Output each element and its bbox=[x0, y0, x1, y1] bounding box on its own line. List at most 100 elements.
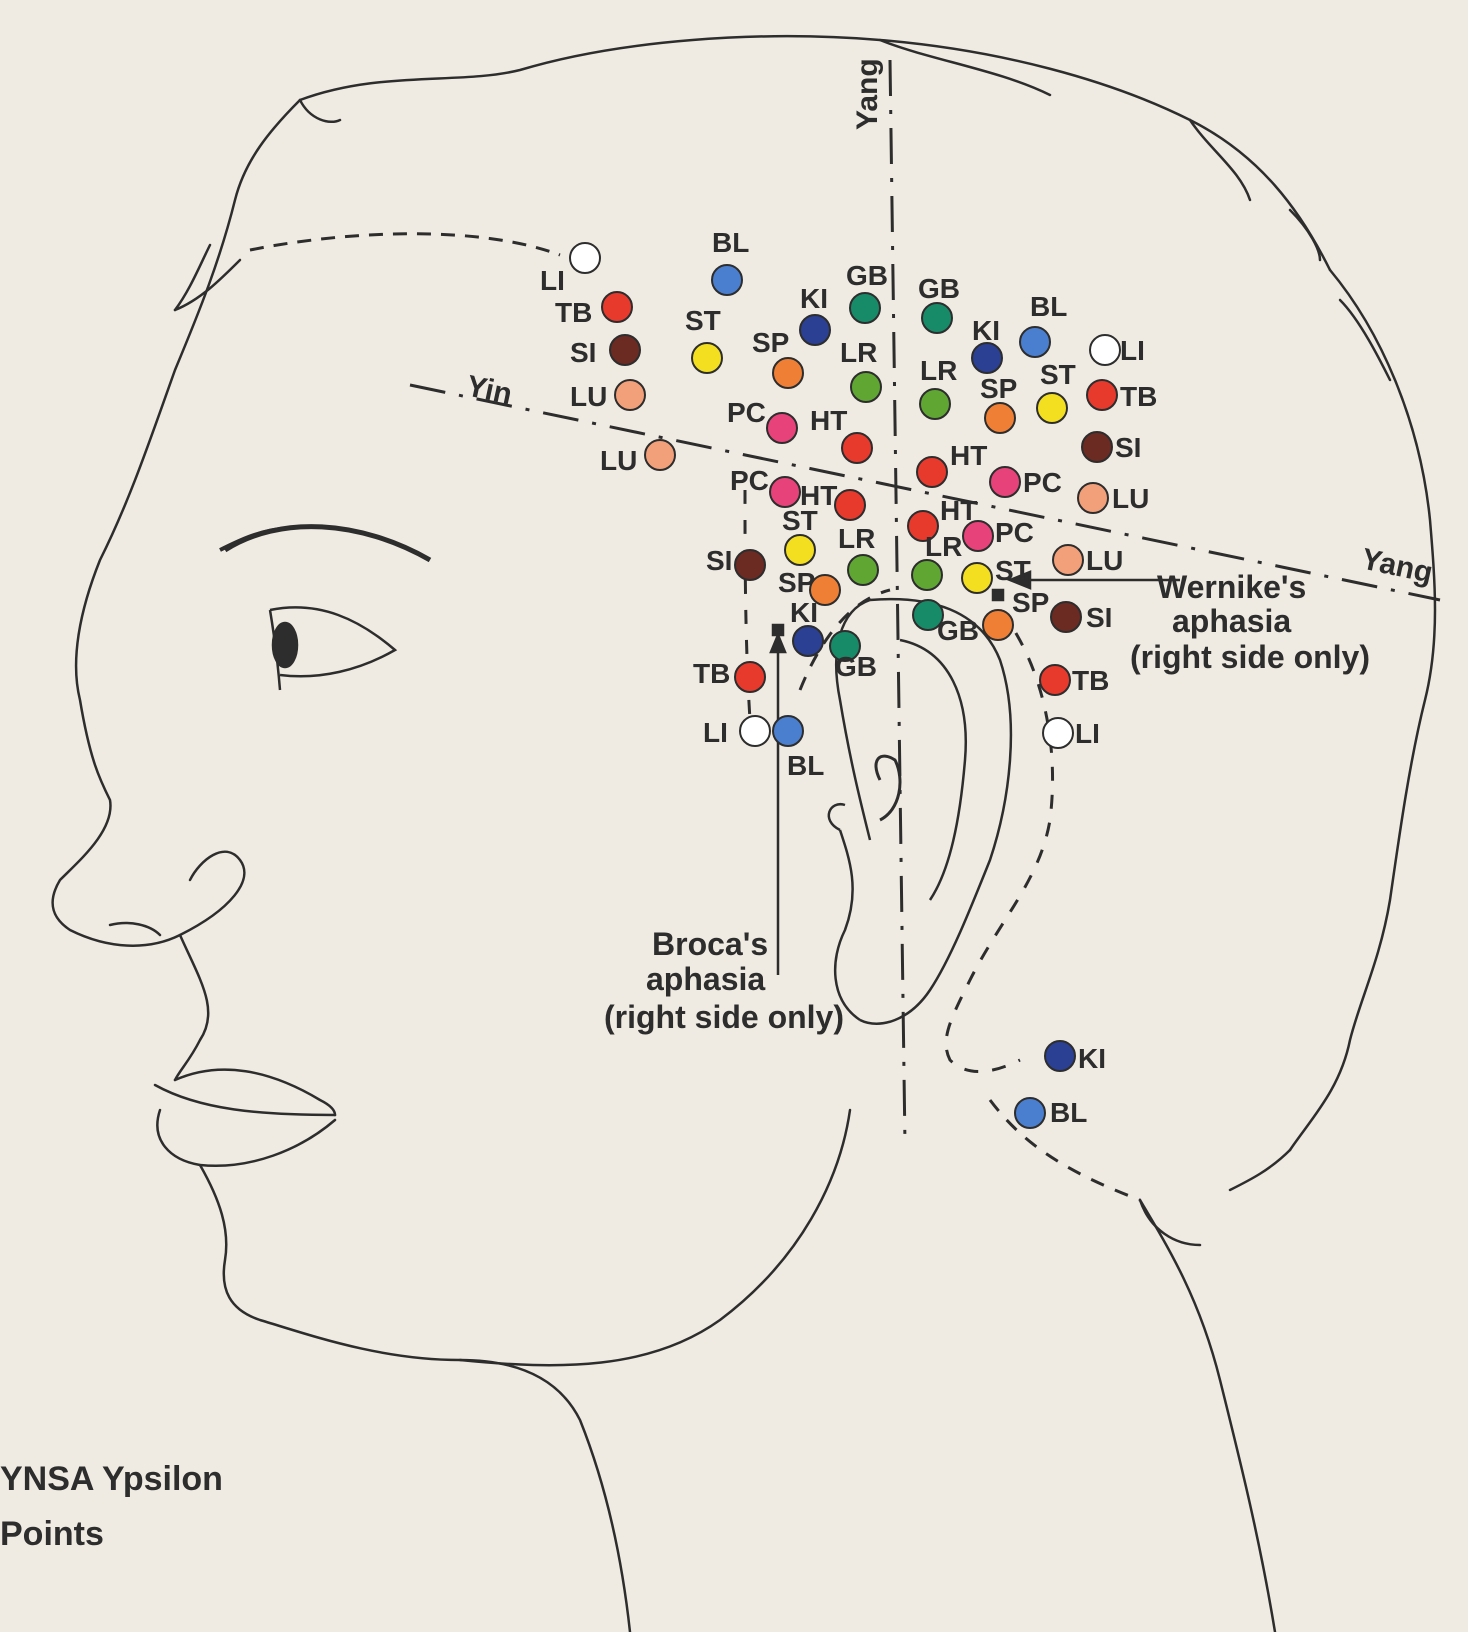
point-dot bbox=[989, 466, 1021, 498]
point-st: ST bbox=[1036, 359, 1076, 424]
broca-annotation: Broca's aphasia (right side only) bbox=[604, 926, 844, 1035]
point-dot bbox=[1019, 326, 1051, 358]
point-lu: LU bbox=[1077, 482, 1149, 514]
point-dot bbox=[1044, 1040, 1076, 1072]
point-label: ST bbox=[685, 305, 721, 336]
point-pc: PC bbox=[962, 517, 1034, 552]
point-bl: BL bbox=[772, 715, 824, 781]
point-ki: KI bbox=[971, 315, 1003, 374]
point-sp: SP bbox=[980, 373, 1017, 434]
point-label: SI bbox=[570, 337, 596, 368]
point-label: ST bbox=[1040, 359, 1076, 390]
point-dot bbox=[792, 625, 824, 657]
point-gb: GB bbox=[918, 273, 960, 334]
point-dot bbox=[1014, 1097, 1046, 1129]
point-dot bbox=[644, 439, 676, 471]
point-tb: TB bbox=[555, 291, 633, 328]
point-label: PC bbox=[995, 517, 1034, 548]
point-label: BL bbox=[1030, 291, 1067, 322]
point-dot bbox=[982, 609, 1014, 641]
axis-lines bbox=[409, 59, 1441, 1146]
point-dot bbox=[919, 388, 951, 420]
wernike-annotation: Wernike's aphasia (right side only) bbox=[1130, 569, 1370, 675]
point-dot bbox=[916, 456, 948, 488]
point-dot bbox=[739, 715, 771, 747]
point-label: GB bbox=[918, 273, 960, 304]
point-li: LI bbox=[703, 715, 771, 748]
point-dot bbox=[1081, 431, 1113, 463]
point-label: LR bbox=[840, 337, 877, 368]
dashed-guides bbox=[249, 232, 1141, 1202]
point-label: PC bbox=[730, 465, 769, 496]
point-tb: TB bbox=[693, 658, 766, 693]
point-dot bbox=[772, 715, 804, 747]
point-dot bbox=[609, 334, 641, 366]
eye bbox=[219, 524, 432, 691]
point-dot bbox=[1050, 601, 1082, 633]
point-label: LU bbox=[600, 445, 637, 476]
point-dot bbox=[766, 412, 798, 444]
point-lr: LR bbox=[840, 337, 882, 403]
point-dot bbox=[984, 402, 1016, 434]
point-pc: PC bbox=[989, 466, 1062, 498]
point-dot bbox=[829, 630, 861, 662]
point-dot bbox=[911, 559, 943, 591]
point-dot bbox=[784, 534, 816, 566]
point-dot bbox=[1052, 544, 1084, 576]
point-dot bbox=[921, 302, 953, 334]
point-label: GB bbox=[835, 651, 877, 682]
point-dot bbox=[601, 291, 633, 323]
point-label: HT bbox=[950, 440, 987, 471]
point-dot bbox=[850, 371, 882, 403]
point-dot bbox=[1089, 334, 1121, 366]
point-label: BL bbox=[787, 750, 824, 781]
point-label: HT bbox=[800, 480, 837, 511]
point-label: PC bbox=[1023, 467, 1062, 498]
point-si: SI bbox=[1050, 601, 1112, 633]
wernike-line2: aphasia bbox=[1172, 603, 1291, 639]
point-dot bbox=[769, 476, 801, 508]
point-bl: BL bbox=[1019, 291, 1067, 358]
point-label: HT bbox=[810, 405, 847, 436]
point-label: KI bbox=[800, 283, 828, 314]
point-label: GB bbox=[846, 260, 888, 291]
point-gb: GB bbox=[846, 260, 888, 324]
point-dot bbox=[1039, 664, 1071, 696]
yang-right-label: Yang bbox=[1359, 543, 1436, 590]
point-li: LI bbox=[1089, 334, 1145, 366]
point-label: BL bbox=[1050, 1097, 1087, 1128]
point-ht: HT bbox=[916, 440, 987, 488]
point-dot bbox=[961, 562, 993, 594]
wernike-line3: (right side only) bbox=[1130, 639, 1370, 675]
point-lr: LR bbox=[919, 355, 957, 420]
yin-label: Yin bbox=[464, 370, 515, 412]
point-st: ST bbox=[782, 505, 818, 566]
point-dot bbox=[847, 554, 879, 586]
point-label: GB bbox=[937, 615, 979, 646]
point-li: LI bbox=[540, 242, 601, 296]
point-label: LU bbox=[1086, 545, 1123, 576]
point-label: SP bbox=[778, 567, 815, 598]
broca-line3: (right side only) bbox=[604, 999, 844, 1035]
point-dot bbox=[1086, 379, 1118, 411]
point-label: TB bbox=[1120, 381, 1157, 412]
point-lr: LR bbox=[838, 523, 879, 586]
ear bbox=[827, 597, 1013, 1025]
point-ht: HT bbox=[907, 495, 977, 542]
point-label: LI bbox=[1075, 718, 1100, 749]
point-li: LI bbox=[1042, 717, 1100, 749]
point-ki: KI bbox=[1044, 1040, 1106, 1074]
broca-line1: Broca's bbox=[652, 926, 768, 962]
point-label: KI bbox=[972, 315, 1000, 346]
caption-line1: YNSA Ypsilon bbox=[0, 1460, 223, 1498]
point-dot bbox=[569, 242, 601, 274]
point-label: HT bbox=[940, 495, 977, 526]
point-label: TB bbox=[1072, 665, 1109, 696]
point-gb: GB bbox=[912, 599, 979, 646]
point-label: ST bbox=[782, 505, 818, 536]
point-label: SI bbox=[1115, 432, 1141, 463]
point-si: SI bbox=[570, 334, 641, 368]
